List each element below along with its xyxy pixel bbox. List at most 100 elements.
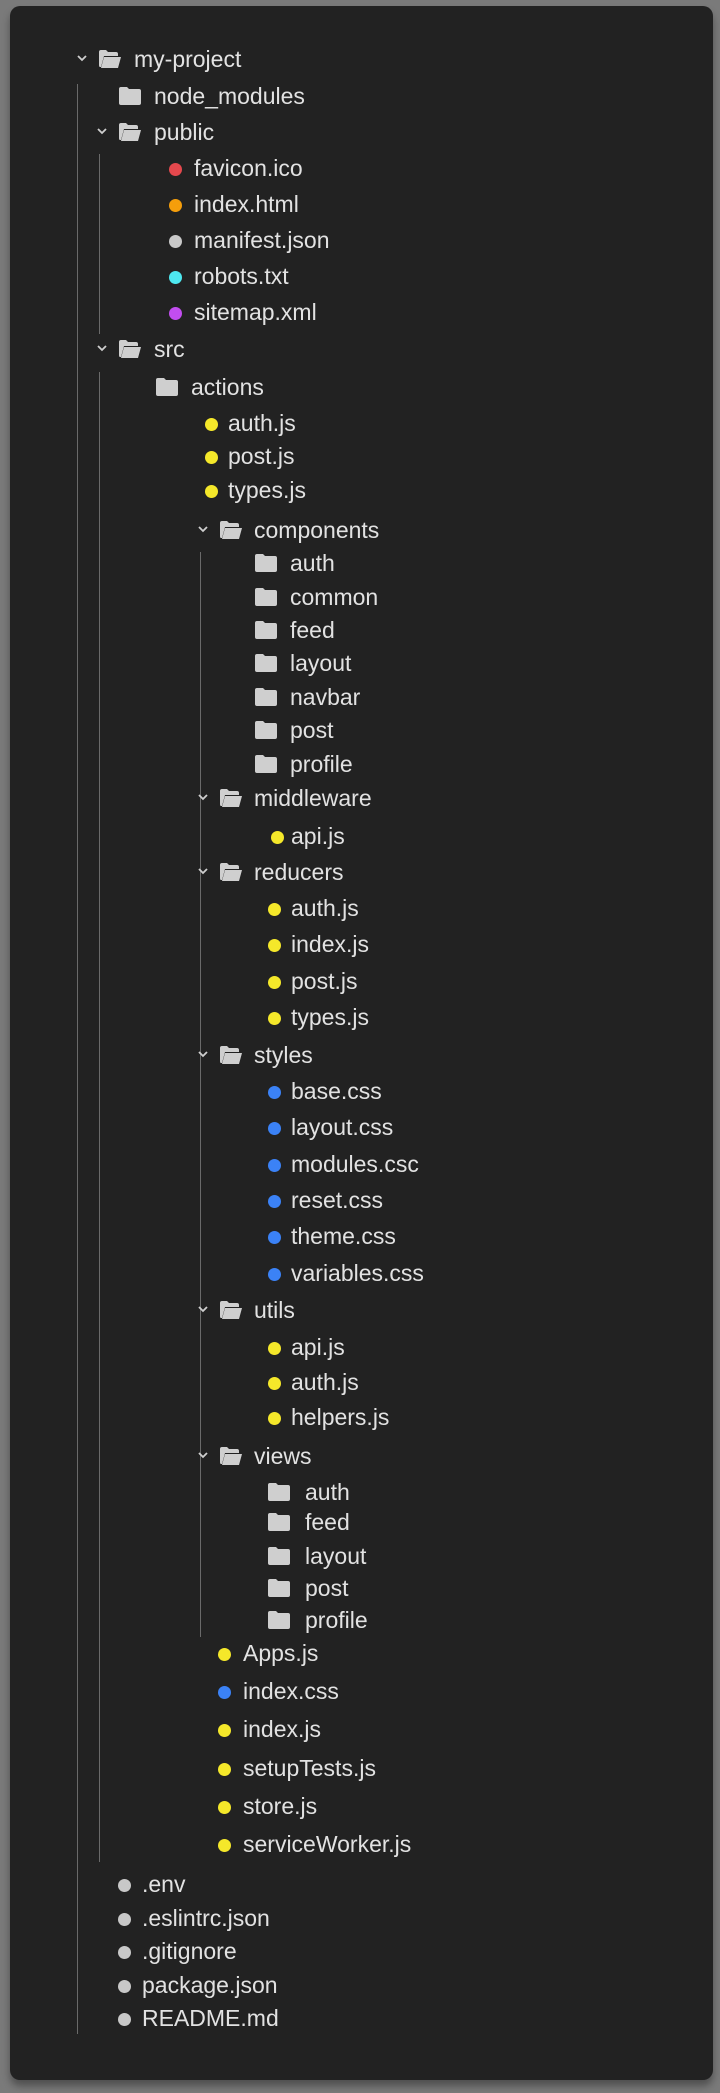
file-item-types-js[interactable]: types.js bbox=[10, 477, 713, 507]
file-item-apps-js[interactable]: Apps.js bbox=[10, 1640, 713, 1670]
item-label: feed bbox=[290, 617, 335, 643]
item-label: base.css bbox=[291, 1078, 382, 1104]
file-item-sitemap-xml[interactable]: sitemap.xml bbox=[10, 299, 713, 329]
chevron-down-icon[interactable] bbox=[74, 50, 90, 66]
folder-item-profile[interactable]: profile bbox=[10, 751, 713, 781]
item-label: profile bbox=[290, 751, 353, 777]
file-type-dot-icon bbox=[268, 1012, 281, 1025]
folder-item-components[interactable]: components bbox=[10, 517, 713, 547]
folder-item-post[interactable]: post bbox=[10, 717, 713, 747]
folder-item-actions[interactable]: actions bbox=[10, 374, 713, 404]
folder-item-styles[interactable]: styles bbox=[10, 1042, 713, 1072]
chevron-down-icon[interactable] bbox=[94, 123, 110, 139]
folder-item-middleware[interactable]: middleware bbox=[10, 785, 713, 815]
file-item-reset-css[interactable]: reset.css bbox=[10, 1187, 713, 1217]
file-type-dot-icon bbox=[268, 939, 281, 952]
folder-item-auth[interactable]: auth bbox=[10, 1479, 713, 1509]
file-item-manifest-json[interactable]: manifest.json bbox=[10, 227, 713, 257]
tree-guide-line bbox=[200, 552, 201, 1637]
file-item-post-js[interactable]: post.js bbox=[10, 968, 713, 998]
tree-guide-line bbox=[99, 154, 100, 334]
folder-open-icon bbox=[219, 788, 243, 808]
file-type-dot-icon bbox=[118, 2013, 131, 2026]
file-type-dot-icon bbox=[118, 1913, 131, 1926]
folder-item-layout[interactable]: layout bbox=[10, 650, 713, 680]
folder-item-post[interactable]: post bbox=[10, 1575, 713, 1605]
folder-open-icon bbox=[118, 339, 142, 359]
item-label: src bbox=[154, 336, 185, 362]
file-type-dot-icon bbox=[169, 163, 182, 176]
folder-item-layout[interactable]: layout bbox=[10, 1543, 713, 1573]
file-type-dot-icon bbox=[268, 1412, 281, 1425]
file-type-dot-icon bbox=[169, 307, 182, 320]
file-item-index-js[interactable]: index.js bbox=[10, 1716, 713, 1746]
file-item-post-js[interactable]: post.js bbox=[10, 443, 713, 473]
file-type-dot-icon bbox=[218, 1686, 231, 1699]
folder-item-node-modules[interactable]: node_modules bbox=[10, 83, 713, 113]
file-item-base-css[interactable]: base.css bbox=[10, 1078, 713, 1108]
item-label: package.json bbox=[142, 1972, 278, 1998]
chevron-down-icon[interactable] bbox=[195, 1447, 211, 1463]
file-item-index-html[interactable]: index.html bbox=[10, 191, 713, 221]
chevron-down-icon[interactable] bbox=[195, 789, 211, 805]
file-type-dot-icon bbox=[268, 976, 281, 989]
file-item-auth-js[interactable]: auth.js bbox=[10, 1369, 713, 1399]
file-item-layout-css[interactable]: layout.css bbox=[10, 1114, 713, 1144]
file-item-setuptests-js[interactable]: setupTests.js bbox=[10, 1755, 713, 1785]
item-label: auth.js bbox=[291, 895, 359, 921]
folder-item-public[interactable]: public bbox=[10, 119, 713, 149]
file-item-theme-css[interactable]: theme.css bbox=[10, 1223, 713, 1253]
folder-item-common[interactable]: common bbox=[10, 584, 713, 614]
item-label: index.html bbox=[194, 191, 299, 217]
item-label: api.js bbox=[291, 1334, 345, 1360]
file-item-modules-csc[interactable]: modules.csc bbox=[10, 1151, 713, 1181]
file-item-package-json[interactable]: package.json bbox=[10, 1972, 713, 2002]
file-item-index-css[interactable]: index.css bbox=[10, 1678, 713, 1708]
chevron-down-icon[interactable] bbox=[94, 340, 110, 356]
folder-item-reducers[interactable]: reducers bbox=[10, 859, 713, 889]
folder-item-feed[interactable]: feed bbox=[10, 617, 713, 647]
folder-item-src[interactable]: src bbox=[10, 336, 713, 366]
chevron-down-icon[interactable] bbox=[195, 521, 211, 537]
file-item-serviceworker-js[interactable]: serviceWorker.js bbox=[10, 1831, 713, 1861]
item-label: .eslintrc.json bbox=[142, 1905, 270, 1931]
chevron-down-icon[interactable] bbox=[195, 1046, 211, 1062]
folder-icon bbox=[254, 653, 278, 673]
folder-item-utils[interactable]: utils bbox=[10, 1297, 713, 1327]
item-label: reducers bbox=[254, 859, 344, 885]
folder-item-profile[interactable]: profile bbox=[10, 1607, 713, 1637]
file-item-variables-css[interactable]: variables.css bbox=[10, 1260, 713, 1290]
file-item-api-js[interactable]: api.js bbox=[10, 1334, 713, 1364]
file-item-store-js[interactable]: store.js bbox=[10, 1793, 713, 1823]
item-label: README.md bbox=[142, 2005, 279, 2031]
file-item-api-js[interactable]: api.js bbox=[10, 823, 713, 853]
file-item-robots-txt[interactable]: robots.txt bbox=[10, 263, 713, 293]
file-item-gitignore[interactable]: .gitignore bbox=[10, 1938, 713, 1968]
chevron-down-icon[interactable] bbox=[195, 863, 211, 879]
file-item-env[interactable]: .env bbox=[10, 1871, 713, 1901]
item-label: manifest.json bbox=[194, 227, 330, 253]
folder-open-icon bbox=[219, 1300, 243, 1320]
file-item-favicon-ico[interactable]: favicon.ico bbox=[10, 155, 713, 185]
item-label: types.js bbox=[291, 1004, 369, 1030]
file-item-auth-js[interactable]: auth.js bbox=[10, 410, 713, 440]
file-item-index-js[interactable]: index.js bbox=[10, 931, 713, 961]
item-label: post bbox=[305, 1575, 349, 1601]
file-item-readme-md[interactable]: README.md bbox=[10, 2005, 713, 2035]
item-label: .env bbox=[142, 1871, 186, 1897]
item-label: components bbox=[254, 517, 380, 543]
folder-item-views[interactable]: views bbox=[10, 1443, 713, 1473]
file-item-types-js[interactable]: types.js bbox=[10, 1004, 713, 1034]
item-label: middleware bbox=[254, 785, 372, 811]
file-item-helpers-js[interactable]: helpers.js bbox=[10, 1404, 713, 1434]
file-type-dot-icon bbox=[218, 1724, 231, 1737]
folder-item-feed[interactable]: feed bbox=[10, 1509, 713, 1539]
chevron-down-icon[interactable] bbox=[195, 1301, 211, 1317]
folder-item-my-project[interactable]: my-project bbox=[10, 46, 713, 76]
file-item-auth-js[interactable]: auth.js bbox=[10, 895, 713, 925]
file-type-dot-icon bbox=[268, 1342, 281, 1355]
folder-icon bbox=[267, 1578, 291, 1598]
folder-item-auth[interactable]: auth bbox=[10, 550, 713, 580]
file-item-eslintrc-json[interactable]: .eslintrc.json bbox=[10, 1905, 713, 1935]
folder-item-navbar[interactable]: navbar bbox=[10, 684, 713, 714]
